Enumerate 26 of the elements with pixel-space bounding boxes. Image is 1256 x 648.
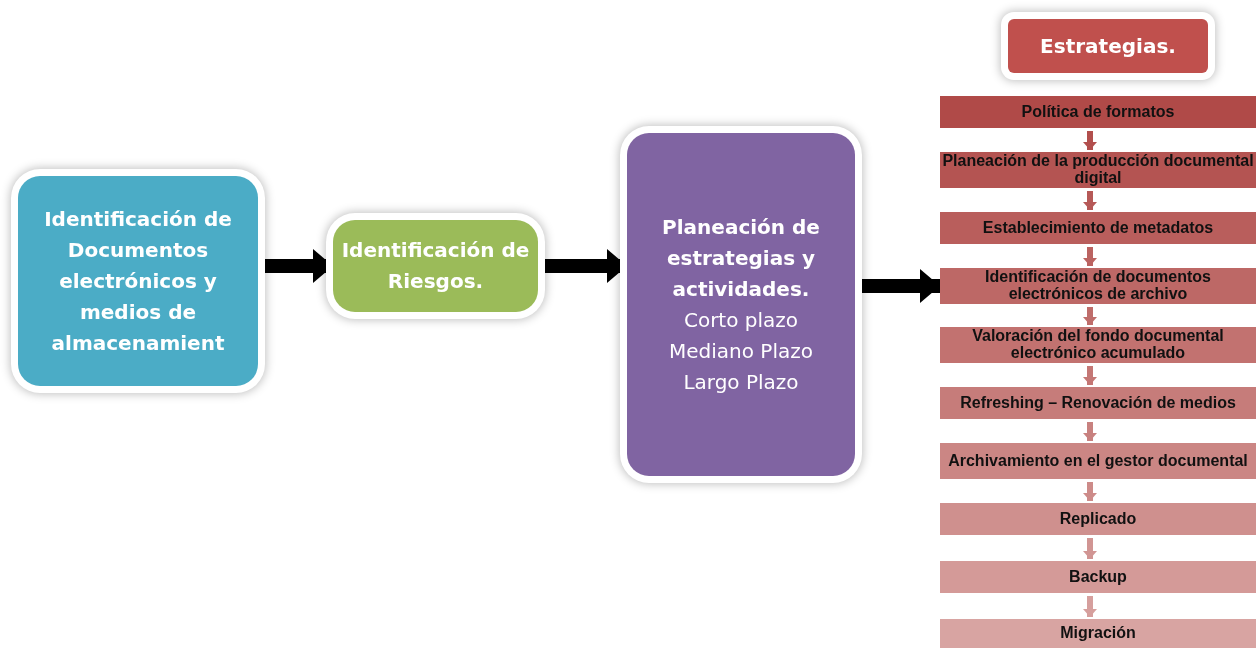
arrow — [1083, 191, 1097, 210]
step-bar: Política de formatos — [940, 96, 1256, 128]
arrow — [1083, 247, 1097, 266]
step-bar: Archivamiento en el gestor documental — [940, 443, 1256, 479]
step-bar: Migración — [940, 619, 1256, 648]
step-bar: Planeación de la producción documental digital — [940, 152, 1256, 188]
arrow — [1083, 307, 1097, 325]
box-text: Corto plazo — [683, 306, 799, 334]
box-title: Identificación de Documentos electrónicos y medios de almacenamient — [43, 205, 233, 357]
arrow — [1083, 366, 1097, 385]
step-bar: Refreshing – Renovación de medios — [940, 387, 1256, 419]
box-title: Estrategias. — [1040, 32, 1176, 60]
arrow — [1083, 131, 1097, 150]
arrow — [1083, 596, 1097, 617]
step-bar: Identificación de documentos electrónicos de archivo — [940, 268, 1256, 304]
box-title: Identificación de Riesgos. — [341, 237, 530, 295]
step-bar: Replicado — [940, 503, 1256, 535]
arrow — [1083, 422, 1097, 441]
step-bar: Backup — [940, 561, 1256, 593]
arrow — [1083, 538, 1097, 559]
box-text: Mediano Plazo — [669, 337, 813, 365]
box-text: Largo Plazo — [683, 368, 799, 396]
step-bar: Establecimiento de metadatos — [940, 212, 1256, 244]
box-title: Planeación de estrategias y actividades. — [661, 213, 821, 303]
step-bar: Valoración del fondo documental electrónico acumulado — [940, 327, 1256, 363]
arrow — [1083, 482, 1097, 501]
